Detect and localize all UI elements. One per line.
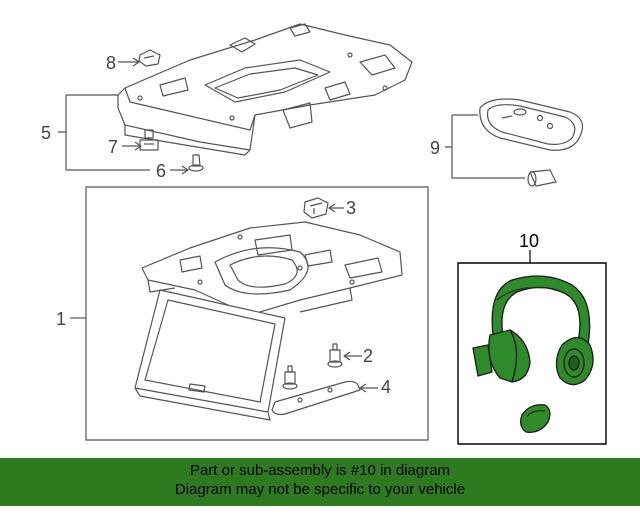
callout-3: 3	[346, 198, 357, 218]
arrow-4	[359, 383, 378, 393]
trim-strip-4	[271, 380, 361, 416]
bracket-assembly	[117, 23, 413, 156]
callout-1: 1	[56, 309, 67, 329]
arrow-6	[170, 165, 189, 175]
arrow-8	[118, 57, 140, 67]
banner-line-disclaimer: Diagram may not be specific to your vehi…	[174, 481, 466, 498]
flip-down-screen	[134, 289, 286, 421]
fastener-2a	[327, 343, 343, 368]
headphones-part-10	[472, 275, 594, 433]
bracket-line-5	[58, 94, 150, 171]
battery-9	[527, 169, 557, 187]
callout-4: 4	[381, 377, 392, 397]
arrow-3	[328, 203, 344, 213]
arrow-2	[343, 351, 362, 361]
callout-9: 9	[430, 138, 441, 158]
overhead-console	[141, 221, 403, 316]
assembly-frame-1	[85, 186, 429, 441]
callout-6: 6	[156, 161, 167, 181]
arrow-7	[122, 141, 142, 151]
banner-line-part: Part or sub-assembly is #10 in diagram	[189, 462, 451, 479]
info-banner: Part or sub-assembly is #10 in diagram D…	[0, 458, 640, 506]
callout-2: 2	[363, 346, 374, 366]
clip-8	[138, 49, 161, 67]
bolt-7	[139, 129, 159, 151]
callout-10: 10	[519, 231, 540, 251]
rivet-6	[188, 154, 204, 172]
fastener-2b	[282, 365, 298, 390]
callout-5: 5	[41, 123, 52, 143]
callout-7: 7	[108, 137, 119, 157]
callout-8: 8	[106, 53, 117, 73]
clip-3	[303, 197, 329, 219]
part-10-frame	[457, 262, 607, 445]
remote-9	[479, 98, 584, 151]
bracket-line-9	[445, 114, 525, 179]
